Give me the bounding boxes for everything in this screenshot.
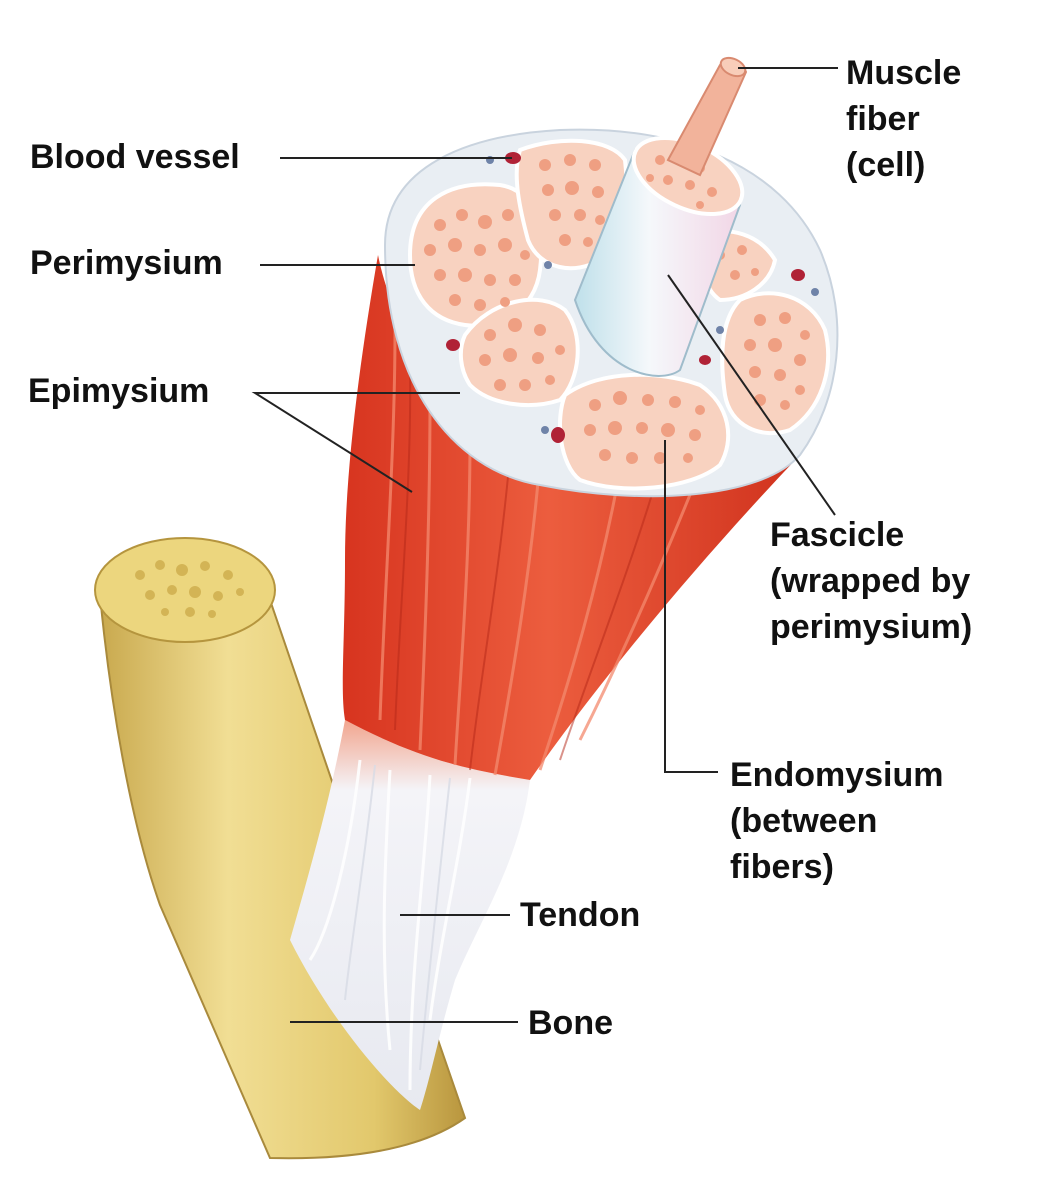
leader-epimysium — [251, 392, 460, 493]
label-muscle-fiber: Muscle fiber (cell) — [846, 54, 962, 184]
blood-vessels — [446, 152, 805, 443]
muscle-fiber-cylinder — [573, 56, 748, 377]
muscle-belly — [342, 255, 800, 780]
label-tendon: Tendon — [520, 896, 641, 934]
label-epimysium: Epimysium — [28, 372, 210, 410]
fiber-dots — [424, 154, 810, 464]
label-blood-vessel: Blood vessel — [30, 138, 240, 176]
label-perimysium: Perimysium — [30, 244, 223, 282]
label-bone: Bone — [528, 1004, 613, 1042]
label-endomysium: Endomysium (between fibers) — [730, 756, 944, 886]
label-fascicle: Fascicle (wrapped by perimysium) — [770, 516, 973, 646]
leader-lines — [251, 67, 838, 1023]
leader-endomysium — [664, 440, 718, 773]
leader-fascicle — [667, 274, 836, 516]
